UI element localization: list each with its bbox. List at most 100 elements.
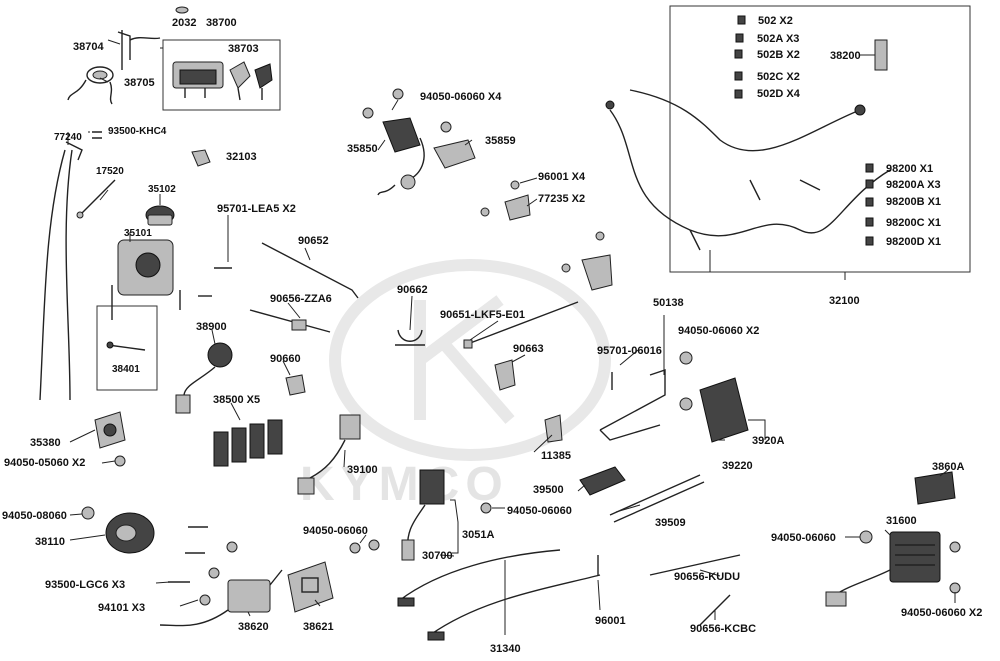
bolt-93500-khc4: [92, 131, 102, 139]
leader-lines: [67, 39, 956, 620]
ignition-sub-box: [96, 305, 158, 391]
label-90656-kudu: 90656-KUDU: [674, 571, 740, 583]
label-38110: 38110: [35, 536, 65, 548]
label-96001: 96001: [595, 615, 626, 627]
connector-icons: [734, 15, 874, 246]
bolt-95701-lea5: [198, 215, 232, 297]
connector-39100: [297, 414, 361, 495]
label-35380: 35380: [30, 437, 61, 449]
label-39500: 39500: [533, 484, 564, 496]
nuts-94050-06060-b: [349, 539, 380, 554]
ecu-3920a: [699, 377, 766, 443]
nuts-94050-06060-f: [949, 541, 961, 594]
label-31600: 31600: [886, 515, 917, 527]
tie-90656-zza6: [249, 309, 331, 333]
bracket-35859: [433, 139, 476, 169]
label-90652: 90652: [298, 235, 329, 247]
label-39100: 39100: [347, 464, 378, 476]
label-2032: 2032: [172, 17, 196, 29]
label-94050-05060: 94050-05060 X2: [4, 457, 85, 469]
ignition-switch-35101: [111, 239, 181, 320]
label-94050-06060-f: 94050-06060 X2: [901, 607, 982, 619]
label-98200b: 98200B X1: [886, 196, 941, 208]
label-32100: 32100: [829, 295, 860, 307]
label-94050-06060-e: 94050-06060: [771, 532, 836, 544]
label-39509: 39509: [655, 517, 686, 529]
clip-90660: [285, 374, 306, 396]
label-3860a: 3860A: [932, 461, 964, 473]
horn-38110: [105, 512, 155, 554]
clip-11385: [544, 414, 563, 443]
regulator-31600: [825, 531, 941, 607]
cap-32103: [191, 149, 211, 167]
key-set-box: [162, 39, 281, 111]
label-94101: 94101 X3: [98, 602, 145, 614]
bracket-50138: [599, 315, 666, 441]
label-502d: 502D X4: [757, 88, 801, 100]
harness-box: [669, 5, 971, 273]
label-94050-06060-x4: 94050-06060 X4: [420, 91, 502, 103]
label-95701-06016: 95701-06016: [597, 345, 662, 357]
label-95701-lea5: 95701-LEA5 X2: [217, 203, 296, 215]
bolts-93500-lgc6: [168, 526, 238, 606]
cap-2032: [175, 6, 189, 14]
bracket-right-77235: [561, 231, 613, 291]
tie-90656-kudu: [649, 554, 741, 576]
connector-35380: [94, 411, 126, 449]
wire-harness-32100: [605, 39, 891, 280]
label-35102: 35102: [148, 184, 176, 195]
label-502: 502 X2: [758, 15, 793, 27]
nut-94050-05060: [114, 455, 126, 467]
label-38500: 38500 X5: [213, 394, 260, 406]
label-77235: 77235 X2: [538, 193, 585, 205]
label-35859: 35859: [485, 135, 516, 147]
label-98200c: 98200C X1: [886, 217, 941, 229]
label-38620: 38620: [238, 621, 269, 633]
label-38621: 38621: [303, 621, 334, 633]
label-38900: 38900: [196, 321, 227, 333]
label-38401: 38401: [112, 364, 140, 375]
nut-94050-06060-e: [859, 530, 873, 544]
label-30700: 30700: [422, 550, 453, 562]
label-98200d: 98200D X1: [886, 236, 941, 248]
label-38700: 38700: [206, 17, 237, 29]
sensor-17520: [76, 179, 116, 219]
label-98200a: 98200A X3: [886, 179, 941, 191]
relay-38620: [159, 569, 283, 627]
label-17520: 17520: [96, 166, 124, 177]
label-35101: 35101: [124, 228, 152, 239]
label-94050-08060: 94050-08060: [2, 510, 67, 522]
label-3051a: 3051A: [462, 529, 494, 541]
label-94050-06060-b: 94050-06060: [303, 525, 368, 537]
watermark-brand: KYMCO: [300, 458, 509, 511]
label-35850: 35850: [347, 143, 378, 155]
label-90662: 90662: [397, 284, 428, 296]
sensor-38900: [175, 342, 233, 414]
sensor-38401: [106, 341, 146, 351]
key-antenna-assembly: [67, 30, 161, 105]
label-94050-06060-c: 94050-06060: [507, 505, 572, 517]
nut-94050-08060: [81, 506, 95, 520]
label-90663: 90663: [513, 343, 544, 355]
nuts-94050-06060-x4: [362, 88, 452, 133]
label-3920a: 3920A: [752, 435, 784, 447]
tie-90651: [463, 301, 579, 349]
label-98200: 98200 X1: [886, 163, 933, 175]
label-90651: 90651-LKF5-E01: [440, 309, 525, 321]
throttle-cables: [39, 141, 83, 401]
label-502b: 502B X2: [757, 49, 800, 61]
label-38703: 38703: [228, 43, 259, 55]
cap-35102: [145, 205, 175, 226]
clamp-90662: [395, 329, 425, 346]
sensor-39500: [579, 466, 626, 496]
relays-38500: [213, 419, 283, 467]
label-50138: 50138: [653, 297, 684, 309]
label-93500-khc4: 93500-KHC4: [108, 126, 167, 137]
cable-31340: [397, 549, 601, 641]
connector-3860a: [914, 471, 956, 505]
label-502c: 502C X2: [757, 71, 800, 83]
bracket-35850: [377, 117, 425, 196]
label-94050-06060-d: 94050-06060 X2: [678, 325, 759, 337]
label-90660: 90660: [270, 353, 301, 365]
